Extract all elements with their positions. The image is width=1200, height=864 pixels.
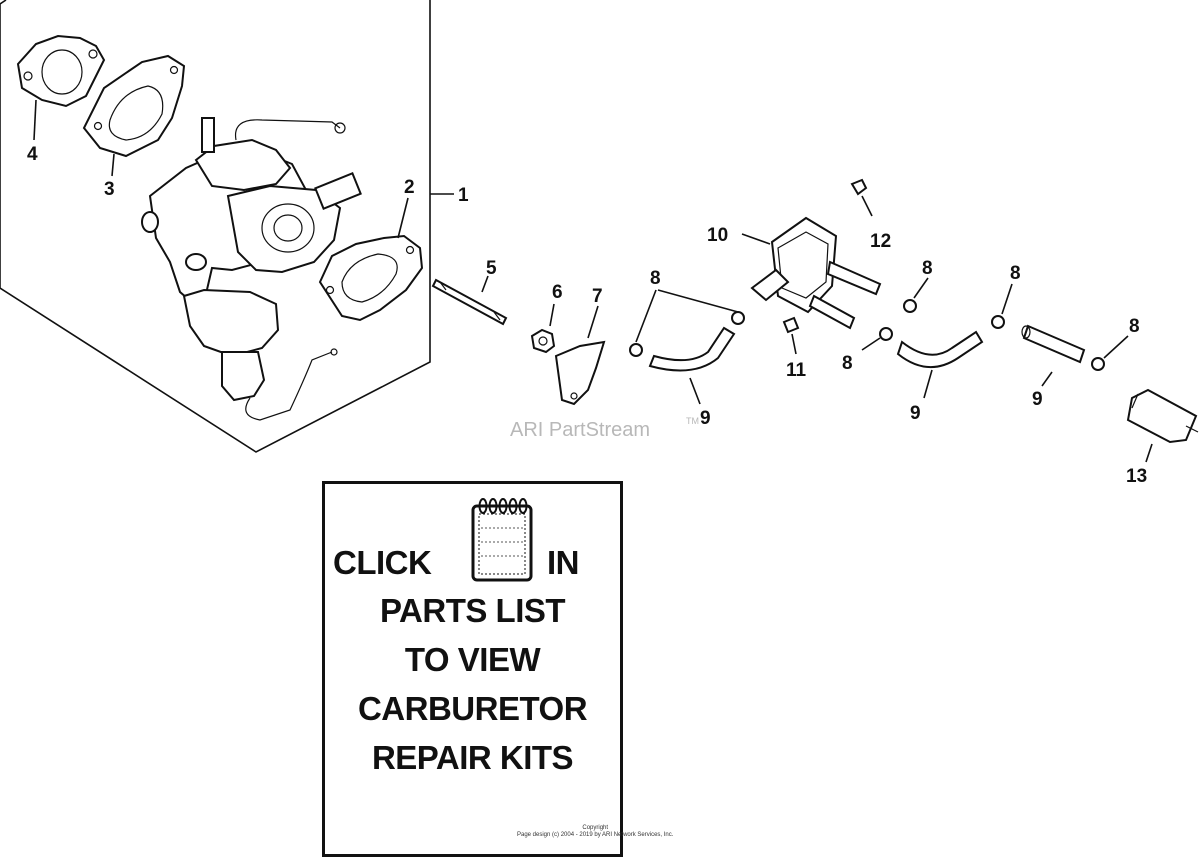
callout-2[interactable]: 2 bbox=[404, 177, 415, 198]
notice-in: IN bbox=[547, 544, 580, 581]
callout-6[interactable]: 6 bbox=[552, 282, 563, 303]
callout-8[interactable]: 8 bbox=[650, 268, 661, 289]
notice-line-carburetor: CARBURETOR bbox=[357, 690, 588, 727]
fuel-filter-item-13[interactable] bbox=[1126, 388, 1199, 444]
callout-9[interactable]: 9 bbox=[1032, 389, 1043, 410]
repair-kit-notice: CLICK IN PARTS LIST TO VIEW CARBURETOR R… bbox=[322, 481, 673, 857]
watermark-text: ARI PartStream bbox=[510, 419, 650, 441]
clamp-item-8[interactable] bbox=[629, 299, 1105, 371]
bracket-item-7[interactable] bbox=[554, 340, 606, 406]
callout-12[interactable]: 12 bbox=[870, 231, 891, 252]
notice-line-parts-list: PARTS LIST bbox=[379, 592, 566, 629]
watermark: ARI PartStream TM bbox=[510, 416, 699, 441]
gasket-item-4[interactable] bbox=[16, 34, 106, 108]
copyright-line-2: Page design (c) 2004 - 2019 by ARI Netwo… bbox=[517, 832, 674, 838]
carburetor-assembly-box bbox=[0, 0, 431, 453]
callout-11[interactable]: 11 bbox=[786, 360, 807, 381]
callout-4[interactable]: 4 bbox=[27, 144, 38, 165]
notice-click: CLICK bbox=[333, 544, 432, 581]
stud-item-5[interactable] bbox=[431, 278, 508, 326]
screw-item-11[interactable] bbox=[782, 316, 800, 334]
callout-5[interactable]: 5 bbox=[486, 258, 497, 279]
callout-13[interactable]: 13 bbox=[1126, 466, 1147, 487]
hose-item-9-middle[interactable] bbox=[896, 330, 984, 369]
callouts: 1 2 3 4 5 6 7 8 9 10 12 11 8 8 9 8 9 8 1… bbox=[27, 144, 1147, 487]
gasket-item-2[interactable] bbox=[318, 234, 424, 322]
notice-line-to-view: TO VIEW bbox=[404, 641, 541, 678]
copyright: Copyright Page design (c) 2004 - 2019 by… bbox=[517, 825, 673, 839]
callout-8[interactable]: 8 bbox=[842, 353, 853, 374]
callout-8[interactable]: 8 bbox=[922, 258, 933, 279]
notice-line-repair-kits: REPAIR KITS bbox=[371, 739, 574, 776]
hose-item-9-right[interactable] bbox=[1021, 324, 1086, 364]
callout-10[interactable]: 10 bbox=[707, 225, 728, 246]
watermark-tm: TM bbox=[686, 416, 699, 426]
callout-8[interactable]: 8 bbox=[1010, 263, 1021, 284]
screw-item-12[interactable] bbox=[850, 178, 868, 196]
callout-7[interactable]: 7 bbox=[592, 286, 603, 307]
callout-1[interactable]: 1 bbox=[458, 185, 469, 206]
gasket-item-3[interactable] bbox=[82, 54, 186, 158]
carburetor-body[interactable] bbox=[141, 117, 362, 421]
callout-3[interactable]: 3 bbox=[104, 179, 115, 200]
callout-9[interactable]: 9 bbox=[910, 403, 921, 424]
copyright-line-1: Copyright bbox=[582, 825, 609, 831]
leader-lines bbox=[33, 99, 1153, 463]
notepad-icon[interactable] bbox=[469, 496, 535, 584]
callout-8[interactable]: 8 bbox=[1129, 316, 1140, 337]
callout-9[interactable]: 9 bbox=[700, 408, 711, 429]
fuel-pump-item-10[interactable] bbox=[750, 216, 882, 330]
nut-item-6[interactable] bbox=[530, 328, 556, 354]
hose-item-9-left[interactable] bbox=[648, 326, 736, 372]
